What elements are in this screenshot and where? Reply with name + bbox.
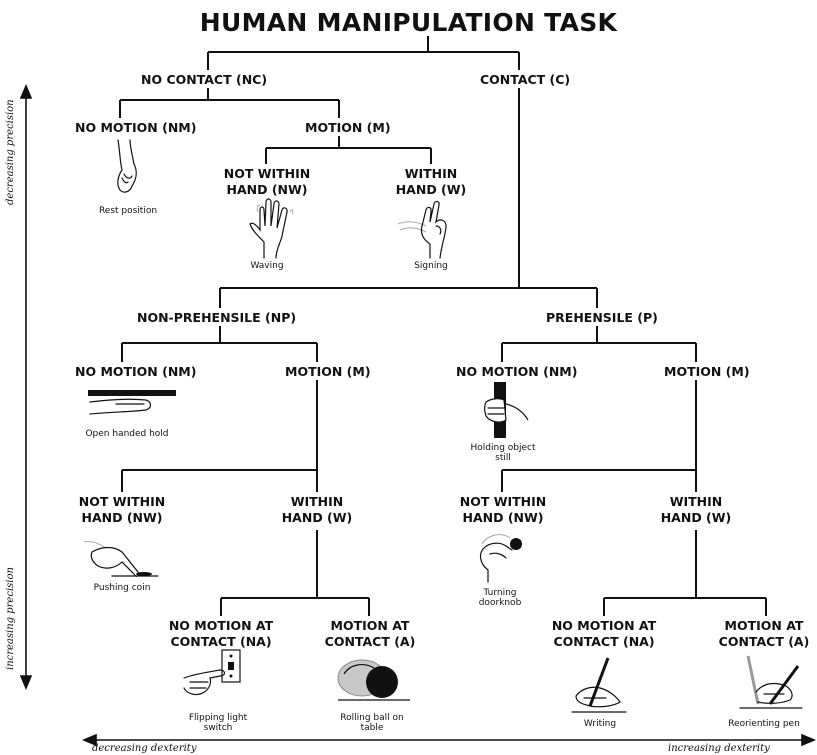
node-label-line: NO MOTION AT (551, 618, 657, 633)
node-np-within: WITHIN HAND (W) (272, 494, 362, 526)
hand-waving-icon (249, 198, 294, 259)
caption-holding-object: Holding object still (458, 443, 548, 463)
node-label-line: HAND (NW) (226, 182, 308, 197)
node-np-no-motion: NO MOTION (NM) (75, 364, 197, 379)
axis-label-decreasing-dexterity: decreasing dexterity (92, 743, 197, 754)
node-label-line: NOT WITHIN (78, 494, 166, 509)
node-np-not-within: NOT WITHIN HAND (NW) (75, 494, 169, 526)
node-p-not-within: NOT WITHIN HAND (NW) (456, 494, 550, 526)
caption-line: doorknob (478, 598, 522, 608)
caption-line: Flipping light (188, 713, 248, 723)
caption-flipping-light-switch: Flipping light switch (168, 713, 268, 733)
node-label-line: HAND (NW) (81, 510, 163, 525)
caption-open-handed-hold: Open handed hold (85, 429, 169, 439)
node-label-line: CONTACT (NA) (553, 634, 655, 649)
hand-pushing-coin-icon (83, 541, 159, 577)
node-label-line: CONTACT (A) (324, 634, 416, 649)
node-label-line: MOTION AT (724, 618, 804, 633)
node-np-motion: MOTION (M) (285, 364, 371, 379)
caption-pushing-coin: Pushing coin (93, 583, 151, 593)
node-nc-no-motion: NO MOTION (NM) (75, 120, 197, 135)
node-p-no-motion-at-contact: NO MOTION AT CONTACT (NA) (546, 618, 662, 650)
node-p-within: WITHIN HAND (W) (651, 494, 741, 526)
node-p-no-motion: NO MOTION (NM) (456, 364, 578, 379)
node-label-line: MOTION AT (330, 618, 410, 633)
caption-turning-doorknob: Turning doorknob (460, 588, 540, 608)
node-label-line: CONTACT (A) (718, 634, 810, 649)
node-p-motion: MOTION (M) (664, 364, 750, 379)
node-label-line: HAND (W) (281, 510, 353, 525)
node-p-motion-at-contact: MOTION AT CONTACT (A) (716, 618, 812, 650)
hand-rest-icon (117, 139, 137, 193)
node-np-no-motion-at-contact: NO MOTION AT CONTACT (NA) (163, 618, 279, 650)
node-label-line: WITHIN (290, 494, 344, 509)
caption-writing: Writing (583, 719, 617, 729)
node-label-line: NOT WITHIN (459, 494, 547, 509)
node-label-line: WITHIN (669, 494, 723, 509)
caption-line: Holding object (470, 443, 536, 453)
caption-line: Turning (483, 588, 517, 598)
node-label-line: NOT WITHIN (223, 166, 311, 181)
diagram-title: HUMAN MANIPULATION TASK (199, 8, 618, 37)
caption-signing: Signing (414, 261, 448, 271)
node-nc-not-within: NOT WITHIN HAND (NW) (222, 166, 312, 198)
axis-label-decreasing-precision: decreasing precision (5, 99, 16, 205)
axis-label-increasing-precision: increasing precision (5, 567, 16, 670)
hand-reorienting-pen-icon (739, 655, 803, 709)
node-no-contact: NO CONTACT (NC) (141, 72, 268, 87)
node-label-line: CONTACT (NA) (170, 634, 272, 649)
hand-turning-doorknob-icon (479, 534, 522, 583)
caption-rolling-ball: Rolling ball on table (322, 713, 422, 733)
node-label-line: NO MOTION AT (168, 618, 274, 633)
hand-flipping-switch-icon (183, 649, 241, 696)
axis-label-increasing-dexterity: increasing dexterity (668, 743, 770, 754)
node-label-line: HAND (NW) (462, 510, 544, 525)
hand-holding-object-icon (483, 382, 529, 438)
node-label-line: HAND (W) (660, 510, 732, 525)
node-label-line: WITHIN (404, 166, 458, 181)
caption-line: Rolling ball on (340, 713, 404, 723)
caption-line: switch (203, 723, 233, 733)
hand-open-hold-icon (88, 390, 176, 415)
hand-signing-icon (397, 200, 447, 259)
caption-line: still (495, 453, 511, 463)
caption-line: table (360, 723, 384, 733)
hand-writing-icon (571, 657, 627, 713)
caption-reorienting-pen: Reorienting pen (728, 719, 800, 729)
node-nc-motion: MOTION (M) (305, 120, 391, 135)
node-label-line: HAND (W) (395, 182, 467, 197)
node-non-prehensile: NON-PREHENSILE (NP) (137, 310, 297, 325)
caption-waving: Waving (250, 261, 284, 271)
hand-rolling-ball-icon (337, 659, 410, 701)
node-prehensile: PREHENSILE (P) (546, 310, 658, 325)
node-nc-within: WITHIN HAND (W) (386, 166, 476, 198)
caption-rest-position: Rest position (98, 206, 158, 216)
node-np-motion-at-contact: MOTION AT CONTACT (A) (322, 618, 418, 650)
node-contact: CONTACT (C) (480, 72, 571, 87)
